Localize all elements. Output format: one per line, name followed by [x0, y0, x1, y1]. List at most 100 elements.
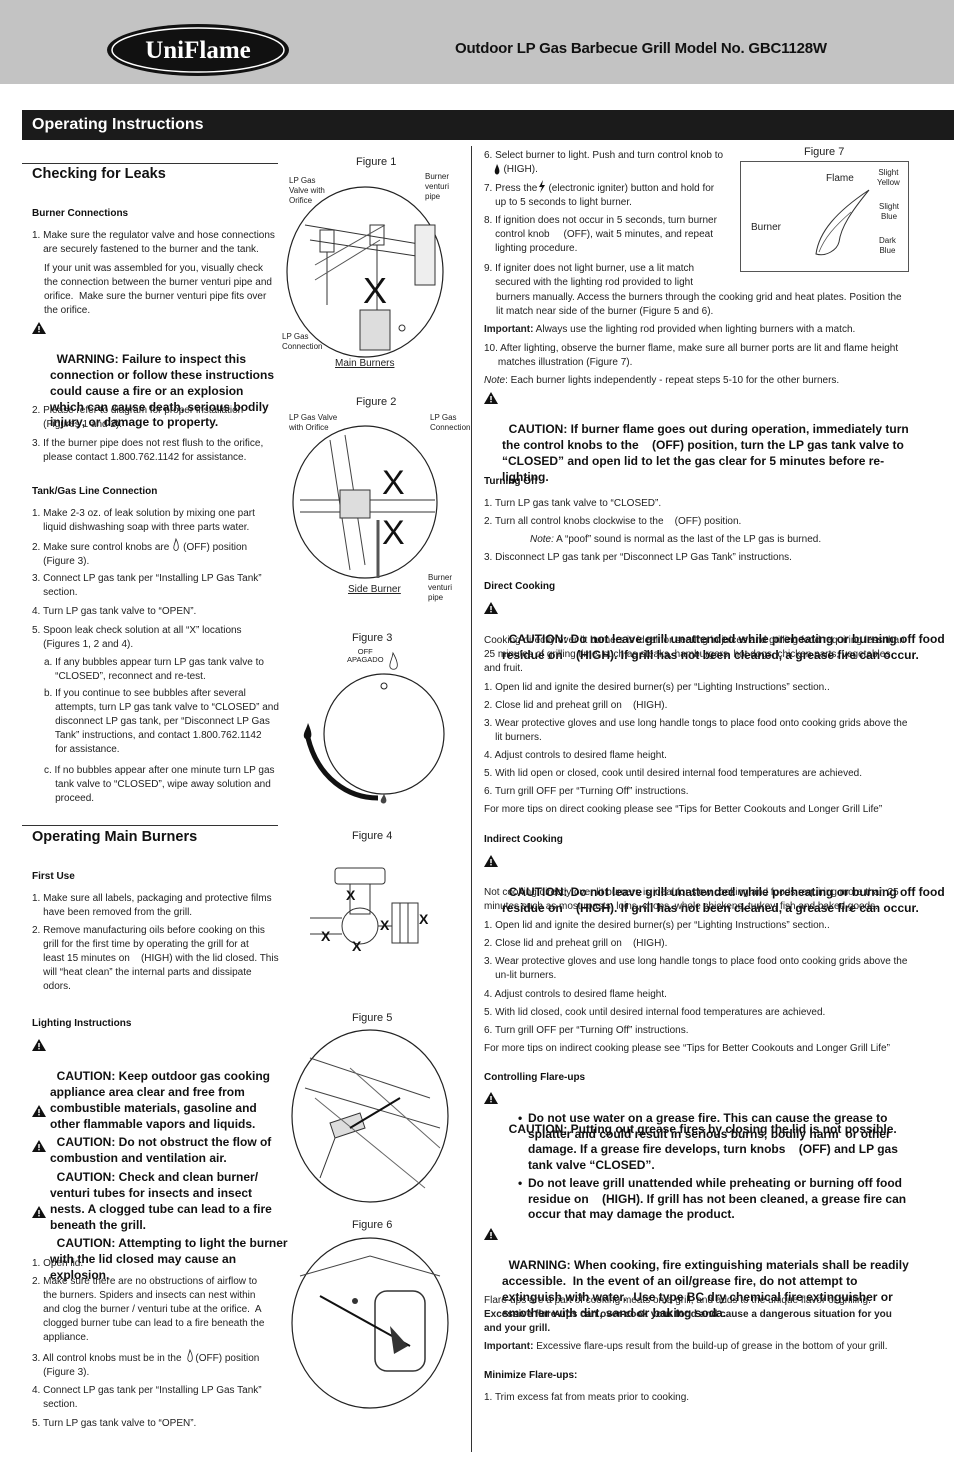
warning-icon — [484, 1092, 498, 1104]
paragraph: c. If no bubbles appear after one minute… — [44, 765, 275, 804]
paragraph: a. If any bubbles appear turn LP gas tan… — [44, 657, 264, 682]
warning-icon — [484, 602, 498, 614]
figure-3-knob — [303, 651, 445, 804]
svg-text:X: X — [363, 270, 387, 311]
figure-5-caption: Figure 5 — [352, 1012, 393, 1024]
warning-icon — [484, 1228, 498, 1240]
paragraph: 5. Spoon leak check solution at all “X” … — [32, 625, 242, 650]
caution-block: CAUTION: Do not leave grill unattended w… — [484, 601, 945, 664]
caution-block: CAUTION: Keep outdoor gas cooking applia… — [32, 1038, 270, 1132]
figure-6-caption: Figure 6 — [352, 1219, 393, 1231]
caution-text: CAUTION: Do not leave grill unattended w… — [502, 632, 945, 663]
step-10: 10. After lighting, observe the burner f… — [484, 343, 899, 368]
paragraph: 2. Make sure control knobs are (OFF) pos… — [32, 542, 248, 567]
figure-label: LP Gas Valve with Orifice — [289, 176, 325, 205]
flame-off-icon — [187, 1349, 193, 1362]
note: Note: Each burner lights independently -… — [484, 374, 839, 388]
paragraph: 1. Make sure the regulator valve and hos… — [32, 230, 275, 255]
important-text: Always use the lighting rod provided whe… — [533, 324, 856, 335]
warning-icon — [32, 1039, 46, 1051]
section-title: Operating Instructions — [32, 116, 204, 133]
figure-6-illustration — [291, 1237, 449, 1409]
svg-text:X: X — [352, 938, 362, 954]
bullet-item: •Do not use water on a grease fire. This… — [518, 1111, 898, 1173]
figure-2-link: Side Burner — [348, 584, 401, 595]
warning-icon — [484, 855, 498, 867]
heading-first-use: First Use — [32, 871, 75, 882]
step-9-continued: burners manually. Access the burners thr… — [496, 292, 902, 317]
flame-label: Flame — [826, 173, 854, 184]
flame-off-icon — [389, 651, 398, 670]
paragraph: 5. With lid open or closed, cook until d… — [484, 768, 862, 779]
document-title: Outdoor LP Gas Barbecue Grill Model No. … — [455, 40, 827, 57]
warning-text: WARNING: Failure to inspect this connect… — [50, 352, 275, 430]
flame-high-icon — [303, 723, 312, 740]
svg-text:X: X — [321, 928, 331, 944]
warning-icon — [32, 1206, 46, 1218]
svg-text:X: X — [382, 464, 405, 502]
caution-block: CAUTION: Do not obstruct the flow of com… — [32, 1104, 271, 1167]
paragraph: 1. Open lid and ignite the desired burne… — [484, 920, 830, 931]
heading-tank-gas: Tank/Gas Line Connection — [32, 486, 158, 497]
paragraph: 6. Turn grill OFF per “Turning Off” inst… — [484, 786, 689, 797]
heading-main-burners: Operating Main Burners — [32, 829, 198, 845]
dark-blue-label: Dark Blue — [879, 236, 896, 255]
paragraph: 5. With lid closed, cook until desired i… — [484, 1007, 826, 1018]
warning-block: WARNING: When cooking, fire extinguishin… — [484, 1227, 909, 1321]
figure-1-illustration: X — [286, 186, 444, 358]
paragraph: 3. Wear protective gloves and use long h… — [484, 718, 908, 743]
warning-block: WARNING: Failure to inspect this connect… — [32, 321, 274, 431]
paragraph: 2. Close lid and preheat grill on (HIGH)… — [484, 938, 668, 949]
paragraph: Not cooking directly over lit burners is… — [484, 887, 899, 912]
paragraph: 2. Please refer to diagram for proper in… — [32, 405, 244, 430]
paragraph: 1. Make 2-3 oz. of leak solution by mixi… — [32, 508, 255, 533]
figure-3-caption: Figure 3 — [352, 632, 393, 644]
caution-block: CAUTION: Attempting to light the burner … — [32, 1205, 288, 1284]
bullet-text: Do not use water on a grease fire. This … — [528, 1111, 898, 1173]
caution-block: CAUTION: Check and clean burner/ venturi… — [32, 1139, 272, 1233]
figure-1-link: Main Burners — [335, 358, 395, 369]
step-8: 8. If ignition does not occur in 5 secon… — [484, 215, 717, 254]
caution-text: CAUTION: Do not obstruct the flow of com… — [50, 1135, 272, 1166]
slight-blue-label: Slight Blue — [879, 202, 900, 221]
note-label: Note: — [530, 534, 554, 545]
figure-label: LP Gas Valve with Orifice — [289, 413, 338, 432]
flame-low-icon — [380, 794, 387, 804]
step-6: 6. Select burner to light. Push and turn… — [484, 150, 724, 175]
burner-label: Burner — [751, 222, 782, 233]
paragraph: b. If you continue to see bubbles after … — [44, 688, 279, 755]
figure-label: LP Gas Connection — [430, 413, 471, 432]
paragraph: 3. Connect LP gas tank per “Installing L… — [32, 573, 262, 598]
heading-turning-off: Turning Off — [484, 476, 538, 487]
warning-icon — [32, 322, 46, 334]
column-divider — [471, 146, 472, 1452]
brand-text: UniFlame — [145, 37, 251, 64]
paragraph: 1. Open lid. — [32, 1258, 84, 1269]
paragraph: Flare-ups are a part of cooking meats on… — [484, 1295, 871, 1306]
figure-4-illustration: X X X X X — [310, 867, 429, 954]
paragraph: 4. Turn LP gas tank valve to “OPEN”. — [32, 606, 197, 617]
flame-shape-icon — [815, 189, 870, 256]
warning-icon — [32, 1105, 46, 1117]
step-7: 7. Press the (electronic igniter) button… — [484, 183, 715, 208]
figure-label: Burner venturi pipe — [428, 573, 453, 602]
heading-minimize-flareups: Minimize Flare-ups: — [484, 1370, 578, 1381]
important-text: Excessive flare-ups result from the buil… — [533, 1341, 888, 1352]
caution-text: CAUTION: If burner flame goes out during… — [502, 422, 909, 484]
flame-high-icon — [494, 164, 500, 175]
note-text: : Each burner lights independently - rep… — [505, 375, 840, 386]
caution-text: CAUTION: Putting out grease fires by clo… — [508, 1122, 897, 1137]
paragraph: 6. Turn grill OFF per “Turning Off” inst… — [484, 1025, 689, 1036]
caution-text: CAUTION: Do not leave grill unattended w… — [502, 885, 945, 916]
heading-burner-connections: Burner Connections — [32, 208, 129, 219]
paragraph: 2. Remove manufacturing oils before cook… — [32, 925, 279, 992]
paragraph: For more tips on direct cooking please s… — [484, 804, 883, 815]
figure-label: LP Gas Connection — [282, 332, 323, 351]
paragraph: 2. Close lid and preheat grill on (HIGH)… — [484, 700, 668, 711]
paragraph: 3. All control knobs must be in the (OFF… — [32, 1353, 260, 1378]
step-9: 9. If igniter does not light burner, use… — [484, 263, 695, 288]
caution-block: CAUTION: Putting out grease fires by clo… — [484, 1091, 897, 1138]
paragraph: 2. Make sure there are no obstructions o… — [32, 1276, 265, 1343]
paragraph: 3. Disconnect LP gas tank per “Disconnec… — [484, 552, 792, 563]
important-label: Important: — [484, 1341, 534, 1352]
